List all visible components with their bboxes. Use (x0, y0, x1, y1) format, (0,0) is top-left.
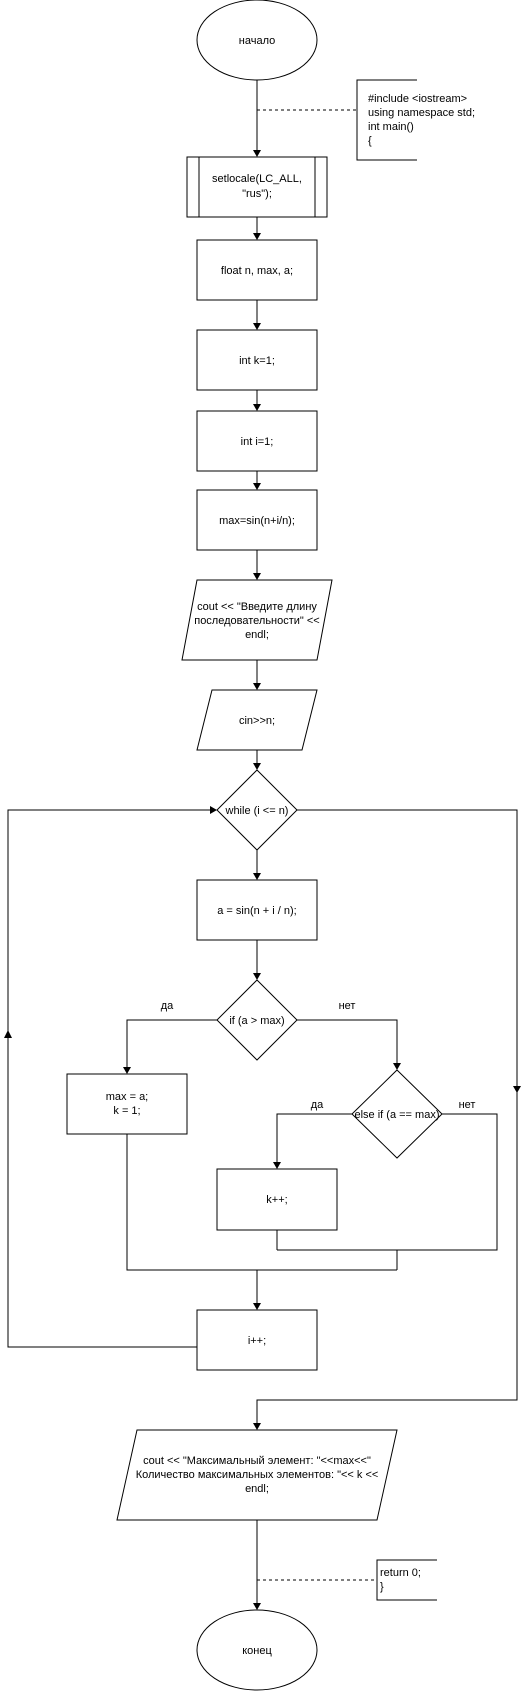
input-n-label: cin>>n; (239, 715, 275, 727)
comment-return-line-2: } (380, 1581, 384, 1593)
assign-a-label: a = sin(n + i / n); (217, 905, 296, 917)
if-decision: if (a > max) (216, 979, 298, 1061)
end-label: конец (242, 1645, 272, 1657)
while-condition-label: while (i <= n) (225, 805, 289, 817)
int-i-declaration: int i=1; (196, 410, 318, 472)
output-result-line-2: Количество максимальных элементов: "<< k… (136, 1469, 379, 1481)
setlocale-line-2: "rus"); (242, 188, 272, 200)
if-condition-label: if (a > max) (229, 1015, 284, 1027)
int-k-label: int k=1; (239, 355, 275, 367)
max-assign-process: max = a; k = 1; (66, 1073, 188, 1135)
comment-line-4: { (368, 135, 372, 147)
comment-include: #include <iostream> using namespace std;… (356, 79, 475, 161)
start-terminator: начало (196, 0, 318, 81)
else-if-yes-label: да (311, 1099, 324, 1111)
output-result-line-3: endl; (245, 1483, 269, 1495)
int-i-label: int i=1; (241, 436, 274, 448)
max-assign-line-1: max = a; (106, 1091, 149, 1103)
comment-line-1: #include <iostream> (368, 93, 467, 105)
output-prompt-io: cout << "Введите длину последовательност… (181, 579, 333, 661)
if-no-label: нет (339, 1000, 356, 1012)
setlocale-line-1: setlocale(LC_ALL, (212, 173, 302, 185)
setlocale-process: setlocale(LC_ALL, "rus"); (186, 156, 328, 218)
comment-line-3: int main() (368, 121, 414, 133)
max-init-process: max=sin(n+i/n); (196, 489, 318, 551)
max-init-label: max=sin(n+i/n); (219, 515, 295, 527)
output-prompt-line-2: последовательности" << (194, 615, 320, 627)
start-label: начало (239, 35, 275, 47)
int-k-declaration: int k=1; (196, 329, 318, 391)
comment-return-line-1: return 0; (380, 1567, 421, 1579)
comment-line-2: using namespace std; (368, 107, 475, 119)
float-declaration-label: float n, max, a; (221, 265, 293, 277)
output-prompt-line-3: endl; (245, 629, 269, 641)
i-increment-process: i++; (196, 1309, 318, 1371)
comment-return: return 0; } (376, 1559, 437, 1601)
float-declaration: float n, max, a; (196, 239, 318, 301)
input-n-io: cin>>n; (196, 689, 318, 751)
k-increment-label: k++; (266, 1194, 287, 1206)
output-result-line-1: cout << "Максимальный элемент: "<<max<<" (143, 1455, 371, 1467)
connectors (4, 80, 521, 1610)
k-increment-process: k++; (216, 1168, 338, 1231)
if-yes-label: да (161, 1000, 174, 1012)
else-if-decision: else if (a == max) (351, 1069, 443, 1159)
end-terminator: конец (196, 1609, 318, 1691)
max-assign-line-2: k = 1; (113, 1105, 140, 1117)
output-result-io: cout << "Максимальный элемент: "<<max<<"… (116, 1429, 398, 1521)
i-increment-label: i++; (248, 1335, 266, 1347)
output-prompt-line-1: cout << "Введите длину (197, 601, 317, 613)
else-if-condition-label: else if (a == max) (355, 1109, 440, 1121)
assign-a-process: a = sin(n + i / n); (196, 879, 318, 941)
else-if-no-label: нет (459, 1099, 476, 1111)
while-decision: while (i <= n) (216, 769, 298, 851)
